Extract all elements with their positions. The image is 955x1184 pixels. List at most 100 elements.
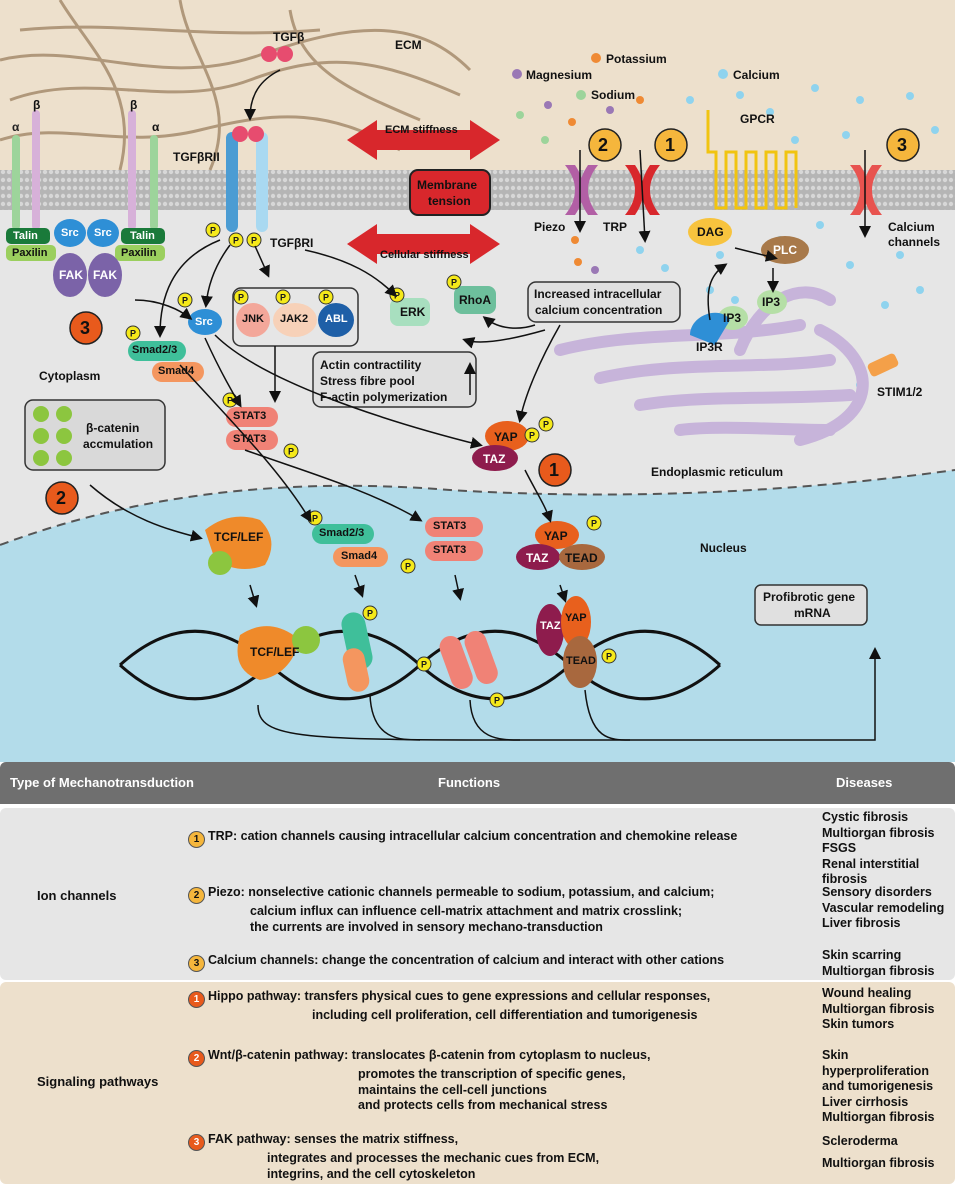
jnk-label: JNK [242, 313, 265, 325]
taz-dna: TAZ [540, 620, 561, 632]
talin-right: Talin [130, 230, 155, 242]
tgfb-label: TGFβ [273, 30, 305, 44]
sodium-label: Sodium [591, 88, 635, 102]
badge-wnt: 2 [56, 488, 67, 508]
ecm-fibres [0, 0, 472, 171]
phospho-label-10: P [227, 396, 233, 406]
increased-ca-2: calcium concentration [535, 303, 663, 317]
signaling-type: Signaling pathways [37, 1074, 159, 1089]
gpcr [706, 110, 798, 210]
ip3r [690, 312, 730, 345]
cytoplasm-label: Cytoplasm [39, 369, 101, 383]
calcium-concentration-box [527, 281, 681, 323]
badge-ca: 3 [897, 135, 908, 155]
phospho-label-2: P [251, 236, 257, 246]
phospho-label-17: P [367, 609, 373, 619]
ecm-label: ECM [395, 38, 422, 52]
piezo-diseases: Sensory disorders Vascular remodeling Li… [822, 885, 945, 930]
abl-label: ABL [325, 313, 348, 325]
tgfbr1 [256, 132, 268, 232]
phospho-label-11: P [288, 447, 294, 457]
src-cyto: Src [195, 316, 213, 328]
phospho-label-0: P [210, 226, 216, 236]
alpha-label-right: α [152, 120, 160, 134]
membrane-label: Membrane [417, 178, 478, 192]
ip3r-label: IP3R [696, 340, 723, 354]
stat3-cyto-2: STAT3 [233, 433, 267, 445]
calcium-label: Calcium [733, 68, 780, 82]
yap-cyto: YAP [494, 430, 518, 444]
er-label: Endoplasmic reticulum [651, 465, 784, 479]
tgfbr2 [226, 132, 238, 232]
potassium-label: Potassium [606, 52, 667, 66]
nucleus-label: Nucleus [700, 541, 747, 555]
phospho-label-3: P [182, 296, 188, 306]
fak-right: FAK [93, 268, 117, 282]
actin-label-3: F-actin polymerization [320, 390, 448, 404]
header-type: Type of Mechanotransduction [10, 775, 194, 790]
increased-ca-1: Increased intracellular [534, 287, 662, 301]
tead-dna: TEAD [566, 655, 596, 667]
trp-badge: 1 [188, 831, 205, 848]
erk-label: ERK [400, 305, 426, 319]
smad23-nuc: Smad2/3 [319, 527, 365, 539]
stim-label: STIM1/2 [877, 385, 923, 399]
phospho-label-7: P [323, 293, 329, 303]
taz-nuc: TAZ [526, 551, 549, 565]
tcflef-label: TCF/LEF [214, 530, 264, 544]
phospho-label-19: P [494, 696, 500, 706]
smad23-cyto: Smad2/3 [132, 344, 178, 356]
piezo-label: Piezo [534, 220, 566, 234]
tgfbr2-label: TGFβRII [173, 150, 220, 164]
badge-hippo: 1 [549, 460, 560, 480]
tension-label: tension [428, 194, 471, 208]
beta-label-right: β [130, 98, 138, 112]
stat3-nuc-1: STAT3 [433, 520, 467, 532]
profibrotic-box [754, 584, 868, 626]
beta-label-left: β [33, 98, 41, 112]
hippo-badge: 1 [188, 991, 205, 1008]
bcat-label-2: accmulation [83, 437, 154, 451]
calcium-diseases: Skin scarring Multiorgan fibrosis [822, 948, 935, 978]
badge-fak: 3 [80, 318, 91, 338]
actin-label-1: Actin contractility [320, 358, 422, 372]
phospho-label-15: P [405, 562, 411, 572]
calcium-channels-label-2: channels [888, 235, 941, 249]
trp-label: TRP [603, 220, 627, 234]
yap-nuc: YAP [544, 529, 568, 543]
cellular-stiffness-label: Cellular stiffness [380, 249, 469, 261]
ip3-label-1: IP3 [762, 295, 781, 309]
jak2-label: JAK2 [280, 313, 309, 325]
stim-protein [867, 353, 899, 377]
phospho-label-6: P [280, 293, 286, 303]
phospho-label-18: P [421, 660, 427, 670]
header-diseases: Diseases [836, 775, 893, 790]
table-header: Type of Mechanotransduction Functions Di… [0, 762, 955, 804]
rhoa-label: RhoA [459, 293, 491, 307]
ion-channels-type: Ion channels [37, 888, 117, 903]
magnesium-label: Magnesium [526, 68, 593, 82]
hippo-diseases: Wound healing Multiorgan fibrosis Skin t… [822, 986, 935, 1031]
paxilin-left: Paxilin [12, 247, 48, 259]
phospho-label-5: P [238, 293, 244, 303]
phospho-label-12: P [529, 431, 535, 441]
fak-badge: 3 [188, 1134, 205, 1151]
tead-nuc: TEAD [565, 551, 598, 565]
wnt-diseases: Skin hyperproliferation and tumorigenesi… [822, 1048, 935, 1124]
plc-label: PLC [773, 243, 797, 257]
phospho-label-9: P [451, 278, 457, 288]
phospho-label-20: P [606, 652, 612, 662]
ecm-stiffness-arrow [347, 120, 500, 160]
calcium-badge: 3 [188, 955, 205, 972]
header-functions: Functions [438, 775, 501, 790]
phospho-label-13: P [543, 420, 549, 430]
dag-label: DAG [697, 225, 724, 239]
actin-label-2: Stress fibre pool [320, 374, 415, 388]
calcium-channel [850, 165, 882, 215]
taz-cyto: TAZ [483, 452, 506, 466]
yap-dna: YAP [565, 612, 587, 624]
